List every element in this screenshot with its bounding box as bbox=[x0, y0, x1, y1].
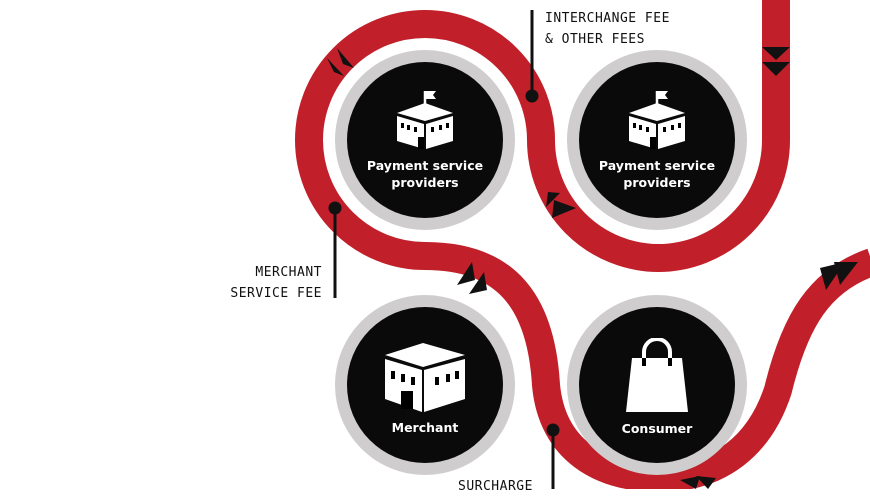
flow-arrows bbox=[327, 47, 858, 489]
arrow-icon bbox=[469, 272, 487, 294]
arrow-icon bbox=[457, 262, 475, 285]
bank-building-icon bbox=[629, 91, 685, 149]
node-label: Merchant bbox=[391, 419, 459, 435]
store-building-icon bbox=[385, 342, 465, 412]
arrow-icon bbox=[337, 48, 354, 68]
arrow-icon bbox=[696, 476, 716, 489]
flow-band bbox=[294, 0, 870, 489]
arrow-icon bbox=[680, 476, 700, 489]
arrow-icon bbox=[762, 47, 790, 60]
shopping-bag-icon bbox=[626, 337, 688, 412]
arrow-icon bbox=[834, 262, 858, 285]
interchange-fee-label: INTERCHANGE FEE& OTHER FEES bbox=[545, 11, 670, 47]
arrow-icon bbox=[552, 200, 576, 218]
node-consumer: Consumer bbox=[567, 295, 747, 475]
node-label: Consumer bbox=[621, 420, 693, 436]
surcharge-dot bbox=[546, 423, 560, 437]
arrow-icon bbox=[327, 58, 344, 76]
merchant-fee-dot bbox=[328, 201, 342, 215]
arrow-icon bbox=[762, 62, 790, 76]
interchange-dot bbox=[525, 89, 539, 103]
arrow-icon bbox=[546, 192, 560, 207]
surcharge-label: SURCHARGE bbox=[458, 479, 533, 494]
bank-building-icon bbox=[397, 91, 453, 149]
node-merchant: Merchant bbox=[335, 295, 515, 475]
